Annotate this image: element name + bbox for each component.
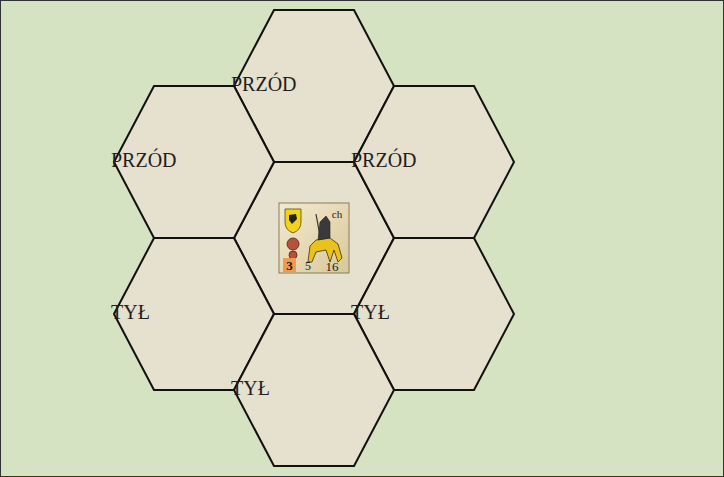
rating-box (283, 258, 296, 272)
heraldic-shield (285, 209, 301, 233)
hex-area: PRZÓD (351, 83, 517, 241)
unit-type: ch (332, 209, 342, 220)
counter-value: 3 (286, 259, 293, 272)
hex-area: TYŁ (231, 311, 397, 469)
knight-horse (308, 238, 342, 262)
counter-value: 16 (326, 260, 339, 273)
knight-rider (318, 216, 330, 240)
counter-body (279, 203, 349, 273)
hex-area: PRZÓD (111, 83, 277, 241)
hex-label: PRZÓD (351, 149, 417, 172)
hex-label: TYŁ (111, 301, 150, 324)
shield-lion (289, 214, 297, 224)
hex-label: PRZÓD (231, 73, 297, 96)
counter-value: 5 (305, 260, 311, 272)
leader-seal (287, 238, 299, 250)
hex-label: TYŁ (231, 377, 270, 400)
knight-sword (316, 214, 320, 236)
hex-label: PRZÓD (111, 149, 177, 172)
